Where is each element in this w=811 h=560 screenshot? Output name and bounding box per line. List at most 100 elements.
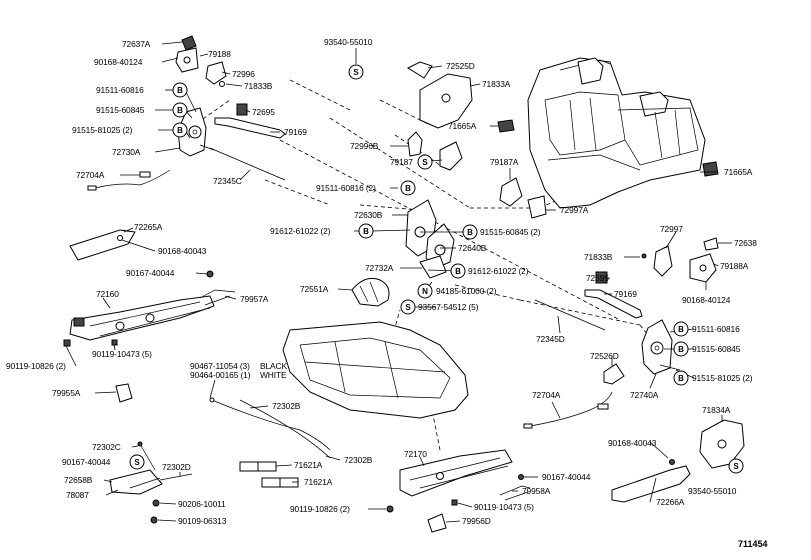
label-91511-60816: 91511-60816 — [96, 85, 144, 95]
label-91515-60845-2: 91515-60845 (2) — [480, 227, 541, 237]
label-90119-10826-b: 90119-10826 (2) — [290, 504, 350, 514]
label-72302B: 72302B — [272, 401, 301, 411]
callout-n-1: N — [417, 283, 433, 299]
part-number-labels: 72637A 90168-40124 79188 72996 71833B 91… — [6, 37, 768, 549]
label-72695-right: 72695 — [586, 273, 609, 283]
label-72302D: 72302D — [162, 462, 191, 472]
label-72732A: 72732A — [365, 263, 394, 273]
label-93540-55010-b: 93540-55010 — [688, 486, 737, 496]
label-90168-40043: 90168-40043 — [158, 246, 207, 256]
callout-markers: S B B B S B B B B N S S B B B S — [129, 64, 744, 474]
label-71833B-right: 71833B — [584, 252, 613, 262]
label-79169: 79169 — [284, 127, 307, 137]
label-90168-40124: 90168-40124 — [94, 57, 143, 67]
label-71621A: 71621A — [294, 460, 323, 470]
label-71834A: 71834A — [702, 405, 731, 415]
label-79188: 79188 — [208, 49, 231, 59]
callout-s-4: S — [129, 454, 145, 470]
label-79169-right: 79169 — [614, 289, 637, 299]
label-79957A: 79957A — [240, 294, 269, 304]
label-72345C: 72345C — [213, 176, 242, 186]
label-90109-06313: 90109-06313 — [178, 516, 227, 526]
label-72638: 72638 — [734, 238, 757, 248]
seat-cushion — [282, 321, 469, 419]
label-72302B-2: 72302B — [344, 455, 373, 465]
label-90168-40043-b: 90168-40043 — [608, 438, 657, 448]
label-90119-10473: 90119-10473 (5) — [92, 349, 152, 359]
label-90467-11054: 90467-11054 (3) — [190, 361, 250, 371]
svg-text:B: B — [177, 126, 183, 135]
label-72265A: 72265A — [134, 222, 163, 232]
label-72996B: 72996B — [350, 141, 379, 151]
svg-text:S: S — [733, 462, 739, 471]
label-78087: 78087 — [66, 490, 89, 500]
callout-b-5: B — [462, 224, 478, 240]
label-72997A: 72997A — [560, 205, 589, 215]
label-72345D: 72345D — [536, 334, 565, 344]
label-72160: 72160 — [96, 289, 119, 299]
svg-text:S: S — [422, 158, 428, 167]
label-90168-40124-b: 90168-40124 — [682, 295, 731, 305]
callout-b-10: B — [673, 370, 689, 386]
label-72740A: 72740A — [630, 390, 659, 400]
callout-b-2: B — [172, 102, 188, 118]
label-93540-55010: 93540-55010 — [324, 37, 373, 47]
label-91511-60816-c: 91511-60816 — [692, 324, 740, 334]
label-79955A: 79955A — [52, 388, 81, 398]
label-black: BLACK — [260, 361, 287, 371]
label-93567-54512: 93567-54512 (5) — [418, 302, 479, 312]
label-79187: 79187 — [390, 157, 413, 167]
label-71621A-2: 71621A — [304, 477, 333, 487]
callout-b-9: B — [673, 341, 689, 357]
callout-b-7: B — [450, 263, 466, 279]
label-90119-10826: 90119-10826 (2) — [6, 361, 66, 371]
label-90167-40044: 90167-40044 — [126, 268, 175, 278]
label-90464-00165: 90464-00165 (1) — [190, 370, 251, 380]
callout-b-3: B — [172, 122, 188, 138]
callout-b-1: B — [172, 82, 188, 98]
label-72704A: 72704A — [76, 170, 105, 180]
svg-text:B: B — [455, 267, 461, 276]
label-72730A: 72730A — [112, 147, 141, 157]
callout-b-8: B — [673, 321, 689, 337]
svg-text:S: S — [405, 303, 411, 312]
label-72630B: 72630B — [354, 210, 383, 220]
label-91515-60845-c: 91515-60845 — [692, 344, 741, 354]
svg-text:B: B — [678, 325, 684, 334]
label-72640B: 72640B — [458, 243, 487, 253]
label-72997: 72997 — [660, 224, 683, 234]
svg-text:B: B — [177, 106, 183, 115]
callout-b-4: B — [400, 180, 416, 196]
label-72695: 72695 — [252, 107, 275, 117]
label-72302C: 72302C — [92, 442, 121, 452]
label-90206-10011: 90206-10011 — [178, 499, 226, 509]
callout-s-3: S — [400, 299, 416, 315]
svg-text:B: B — [467, 228, 473, 237]
label-white: WHITE — [260, 370, 287, 380]
label-91612-61022-b: 91612-61022 (2) — [468, 266, 529, 276]
label-72266A: 72266A — [656, 497, 685, 507]
label-71665A-right: 71665A — [724, 167, 753, 177]
leader-lines — [65, 41, 737, 523]
label-91515-81025-b: 91515-81025 (2) — [692, 373, 753, 383]
label-71833A: 71833A — [482, 79, 511, 89]
seatback-cushion — [527, 57, 706, 209]
label-79188A: 79188A — [720, 261, 749, 271]
callout-s-1: S — [348, 64, 364, 80]
label-90167-40044-b: 90167-40044 — [62, 457, 111, 467]
callout-b-6: B — [358, 223, 374, 239]
label-71665A: 71665A — [448, 121, 477, 131]
label-91612-61022-a: 91612-61022 (2) — [270, 226, 331, 236]
svg-text:N: N — [422, 287, 428, 296]
label-72704A-right: 72704A — [532, 390, 561, 400]
svg-text:B: B — [177, 86, 183, 95]
svg-text:B: B — [363, 227, 369, 236]
diagram-id: 711454 — [738, 539, 768, 549]
part-drawings — [63, 35, 745, 533]
callout-s-5: S — [728, 458, 744, 474]
label-79187A: 79187A — [490, 157, 519, 167]
label-72637A: 72637A — [122, 39, 151, 49]
label-72525D: 72525D — [446, 61, 475, 71]
svg-text:B: B — [678, 345, 684, 354]
